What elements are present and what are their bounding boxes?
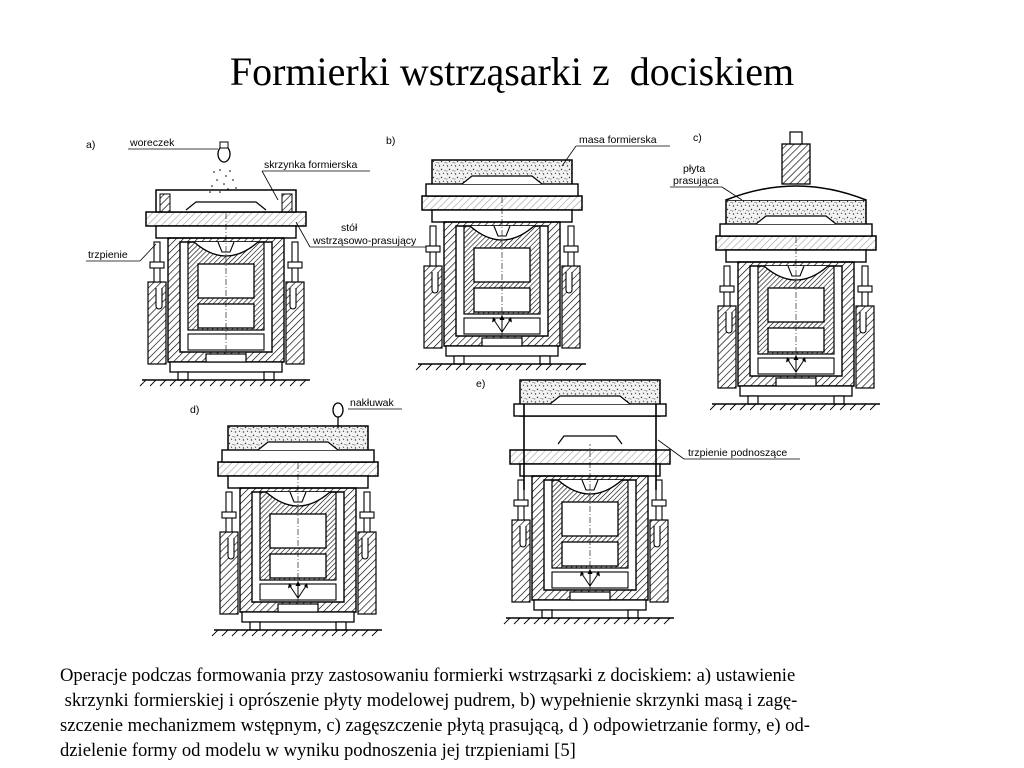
label-trzpienie: trzpienie xyxy=(88,249,128,261)
caption-line: skrzynki formierskiej i oprószenie płyty… xyxy=(60,690,798,711)
label-stol-2: wstrząsowo-prasujący xyxy=(312,235,417,247)
caption-line: dzielenie formy od modelu w wyniku podno… xyxy=(60,740,576,761)
machine-e xyxy=(503,379,675,625)
label-woreczek: woreczek xyxy=(129,137,175,149)
figure-caption: Operacje podczas formowania przy zastoso… xyxy=(60,663,980,763)
machine-c xyxy=(709,131,881,411)
label-masa: masa formierska xyxy=(579,134,657,146)
powder-bag-icon xyxy=(209,141,237,193)
caption-line: szczenie mechanizmem wstępnym, c) zagęsz… xyxy=(60,715,810,736)
panel-label-a: a) xyxy=(86,139,95,151)
label-skrzynka: skrzynka formierska xyxy=(264,159,358,171)
label-naklowak: nakłuwak xyxy=(350,397,395,409)
caption-line: Operacje podczas formowania przy zastoso… xyxy=(60,665,796,686)
machine-b xyxy=(415,159,587,371)
panel-label-d: d) xyxy=(190,404,199,416)
label-stol-1: stół xyxy=(341,222,358,234)
panel-label-c: c) xyxy=(693,132,702,144)
label-trzpienie-podn: trzpienie podnoszące xyxy=(688,447,787,459)
machine-diagram: a) woreczek skrzynka formierska stół wst… xyxy=(86,131,881,637)
machine-d xyxy=(211,425,383,637)
label-plyta-1: płyta xyxy=(683,163,705,175)
label-plyta-2: prasująca xyxy=(673,175,719,187)
machine-a xyxy=(139,189,311,387)
panel-label-b: b) xyxy=(386,135,395,147)
page-title: Formierki wstrząsarki z dociskiem xyxy=(229,49,795,94)
piercer-icon xyxy=(332,402,344,428)
panel-label-e: e) xyxy=(476,378,485,390)
